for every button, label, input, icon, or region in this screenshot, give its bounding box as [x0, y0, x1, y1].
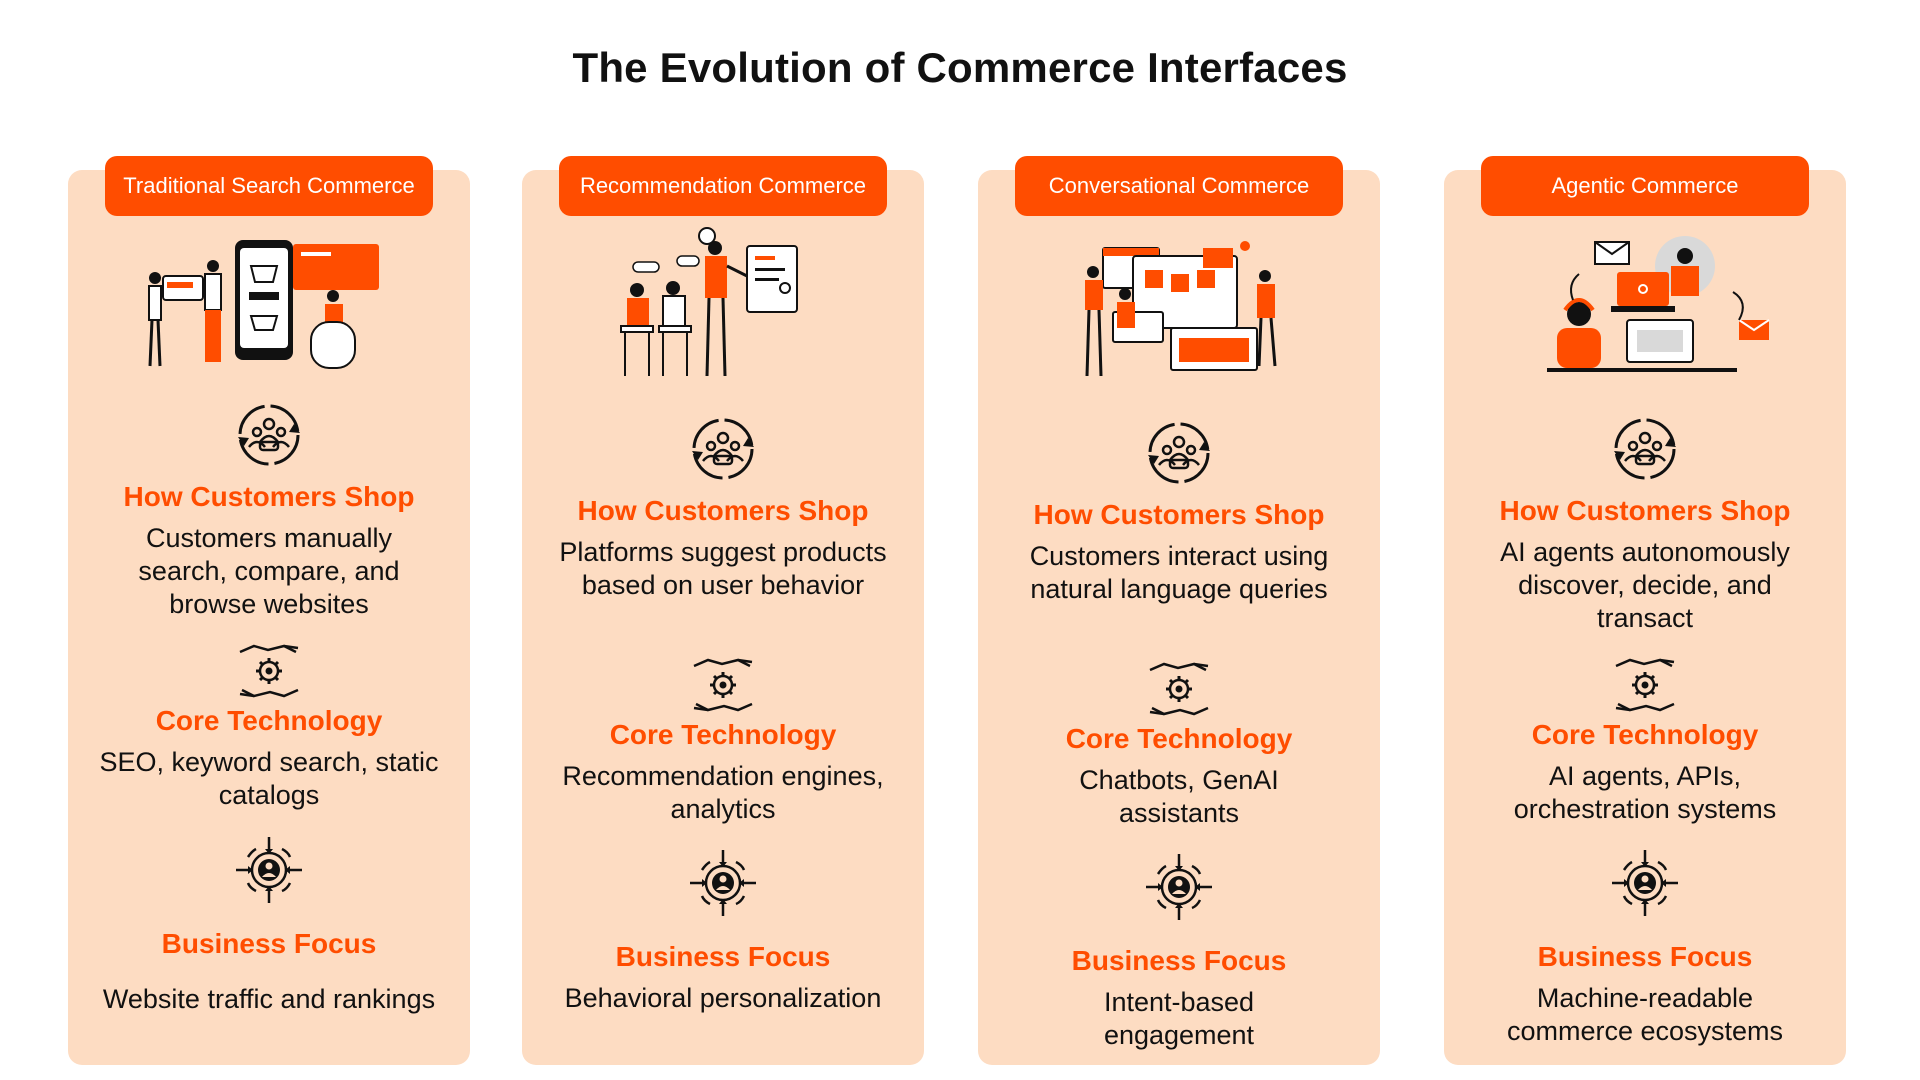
- focus-text: Behavioral personalization: [564, 983, 882, 1013]
- shop-section: How Customers Shop Platforms suggest pro…: [522, 414, 924, 602]
- stage-badge: Recommendation Commerce: [559, 156, 887, 216]
- focus-section: Business Focus Behavioral personalizatio…: [522, 848, 924, 1015]
- stage-card-recommendation: Recommendation Commerce How Customers Sh…: [522, 156, 924, 1065]
- focus-heading: Business Focus: [1537, 941, 1753, 972]
- shop-heading: How Customers Shop: [1499, 495, 1791, 526]
- people-cycle-icon: [1610, 414, 1680, 484]
- hands-gear-icon: [1610, 654, 1680, 716]
- shop-text: Platforms suggest products based on user…: [559, 537, 887, 600]
- stage-card-traditional-search: Traditional Search Commerce How Customer…: [68, 156, 470, 1065]
- tech-heading: Core Technology: [1065, 723, 1293, 754]
- focus-text: Intent-based engagement: [1103, 987, 1255, 1050]
- hands-gear-icon: [688, 654, 758, 716]
- stage-badge: Agentic Commerce: [1481, 156, 1809, 216]
- tech-section: Core Technology Recommendation engines, …: [522, 654, 924, 826]
- people-cycle-icon: [1144, 418, 1214, 488]
- tech-text: Recommendation engines, analytics: [562, 761, 884, 824]
- focus-heading: Business Focus: [1071, 945, 1287, 976]
- tech-section: Core Technology SEO, keyword search, sta…: [68, 640, 470, 812]
- hands-gear-icon: [1144, 658, 1214, 720]
- shop-section: How Customers Shop AI agents autonomousl…: [1444, 414, 1846, 635]
- shop-heading: How Customers Shop: [577, 495, 869, 526]
- focus-section: Business Focus Machine-readable commerce…: [1444, 848, 1846, 1048]
- stage-badge: Traditional Search Commerce: [105, 156, 433, 216]
- tech-text: SEO, keyword search, static catalogs: [99, 747, 439, 810]
- tech-section: Core Technology AI agents, APIs, orchest…: [1444, 654, 1846, 826]
- shop-heading: How Customers Shop: [1033, 499, 1325, 530]
- hands-gear-icon: [234, 640, 304, 702]
- shop-section: How Customers Shop Customers manually se…: [68, 400, 470, 621]
- target-person-icon: [1144, 852, 1214, 922]
- focus-heading: Business Focus: [615, 941, 831, 972]
- tech-text: AI agents, APIs, orchestration systems: [1513, 761, 1777, 824]
- tech-heading: Core Technology: [609, 719, 837, 750]
- conversational-illustration: [1085, 241, 1277, 377]
- page-title: The Evolution of Commerce Interfaces: [572, 44, 1348, 91]
- people-cycle-icon: [234, 400, 304, 470]
- shopping-illustration: [148, 240, 379, 369]
- focus-section: Business Focus Intent-based engagement: [978, 852, 1380, 1052]
- shop-section: How Customers Shop Customers interact us…: [978, 418, 1380, 606]
- focus-text: Website traffic and rankings: [102, 984, 436, 1014]
- focus-text: Machine-readable commerce ecosystems: [1506, 983, 1784, 1046]
- shop-text: Customers manually search, compare, and …: [138, 523, 400, 619]
- target-person-icon: [688, 848, 758, 918]
- recommendation-illustration: [620, 227, 798, 377]
- stage-card-conversational: Conversational Commerce How Customers Sh…: [978, 156, 1380, 1065]
- stage-card-agentic: Agentic Commerce How Customers Shop AI a…: [1444, 156, 1846, 1065]
- target-person-icon: [1610, 848, 1680, 918]
- tech-heading: Core Technology: [1531, 719, 1759, 750]
- tech-section: Core Technology Chatbots, GenAI assistan…: [978, 658, 1380, 830]
- shop-text: Customers interact using natural languag…: [1029, 541, 1329, 604]
- target-person-icon: [234, 835, 304, 905]
- people-cycle-icon: [688, 414, 758, 484]
- focus-section: Business Focus Website traffic and ranki…: [68, 835, 470, 1016]
- shop-heading: How Customers Shop: [123, 481, 415, 512]
- agentic-illustration: [1547, 236, 1770, 372]
- tech-text: Chatbots, GenAI assistants: [1079, 765, 1279, 828]
- tech-heading: Core Technology: [155, 705, 383, 736]
- focus-heading: Business Focus: [161, 928, 377, 959]
- shop-text: AI agents autonomously discover, decide,…: [1500, 537, 1790, 633]
- stage-badge: Conversational Commerce: [1015, 156, 1343, 216]
